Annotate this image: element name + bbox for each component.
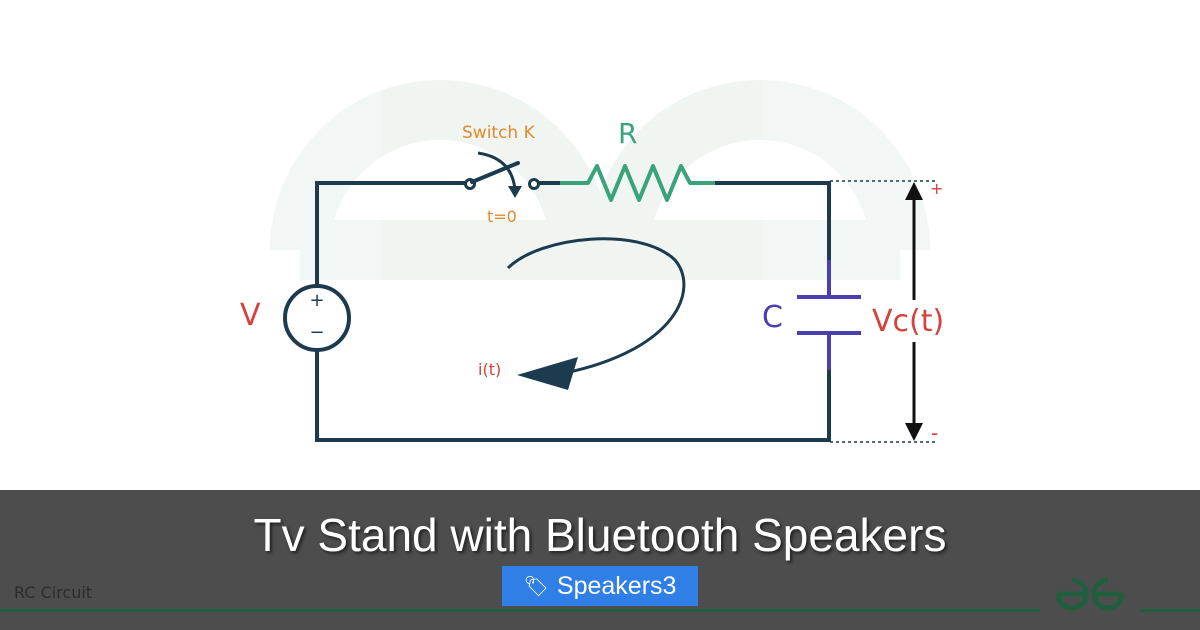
switch-k (464, 151, 540, 198)
vc-label: Vc(t) (872, 304, 944, 339)
brand-line-left (0, 609, 1040, 612)
vc-arrow-up-icon (905, 182, 923, 200)
headline-title: Tv Stand with Bluetooth Speakers (253, 509, 947, 561)
wire-top-left (315, 181, 447, 287)
current-arrowhead-icon (517, 357, 578, 390)
vc-arrow-down-icon (905, 423, 923, 441)
geeksforgeeks-logo (1055, 577, 1125, 611)
switch-arrow-icon (477, 151, 517, 191)
vc-minus-sign: - (931, 421, 938, 445)
voltage-source (283, 284, 351, 352)
watermark-logo (270, 80, 930, 280)
caption-overlay (0, 490, 1200, 630)
switch-label: Switch K (462, 123, 536, 143)
vc-measurement (830, 180, 935, 443)
rc-circuit-diagram: Switch K t=0 R + − V C + - Vc(t) i(t) (240, 80, 944, 445)
capacitor-label: C (762, 300, 783, 335)
resistor-label: R (618, 117, 637, 150)
source-label: V (240, 298, 261, 333)
wire-bottom (315, 348, 831, 442)
capacitor-c (797, 260, 861, 370)
tag-label: Speakers3 (556, 571, 677, 600)
diagram-caption: RC Circuit (14, 583, 93, 602)
vc-plus-sign: + (930, 179, 943, 198)
circuit-wires (315, 181, 831, 442)
wire-top-right (713, 181, 831, 262)
source-plus-sign: + (309, 290, 324, 311)
tag-badge[interactable]: 🏷 Speakers3 (502, 566, 698, 606)
current-label: i(t) (478, 360, 501, 379)
tag-icon: 🏷 (523, 575, 549, 598)
source-minus-sign: − (309, 322, 324, 343)
current-loop-arrow (506, 237, 686, 375)
resistor-r (560, 164, 715, 202)
switch-time-label: t=0 (487, 207, 517, 226)
brand-line-right (1140, 609, 1200, 612)
